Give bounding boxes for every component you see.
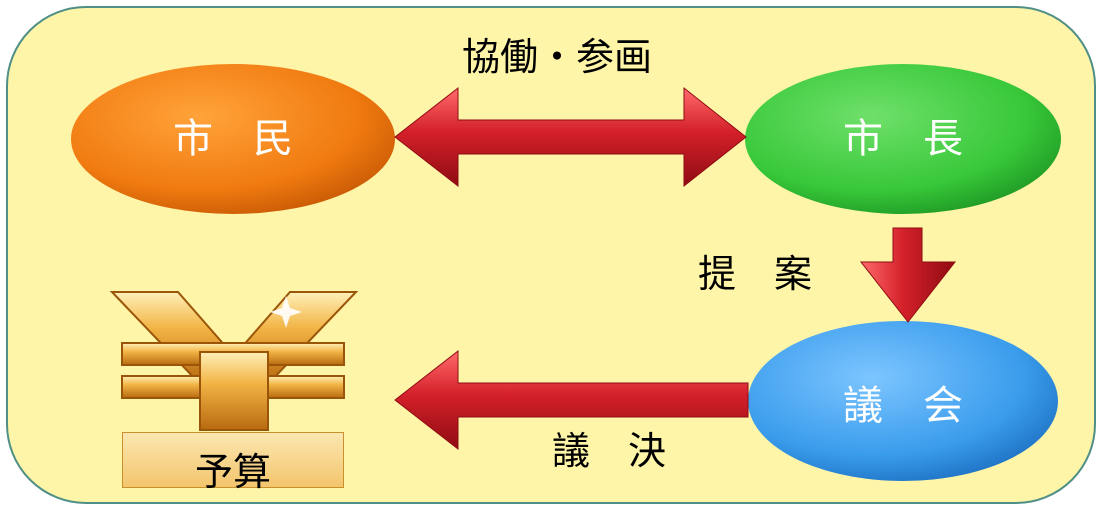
mayor-node [745,64,1061,214]
proposal-label: 提 案 [698,252,813,296]
mayor-label: 市 長 [843,116,963,162]
proposal-arrow [859,227,957,323]
assembly-node [748,321,1058,481]
resolution-arrow [394,349,749,451]
citizens-node [71,64,395,214]
budget-label: 予算 [194,450,271,494]
citizens-label: 市 民 [173,116,293,162]
assembly-label: 議 会 [843,383,963,429]
resolution-label: 議 決 [552,429,667,473]
yen-icon [109,291,359,431]
budget-box: 予算 [122,432,344,494]
collaboration-label: 協働・参画 [462,35,653,79]
collaboration-arrow [394,86,747,188]
